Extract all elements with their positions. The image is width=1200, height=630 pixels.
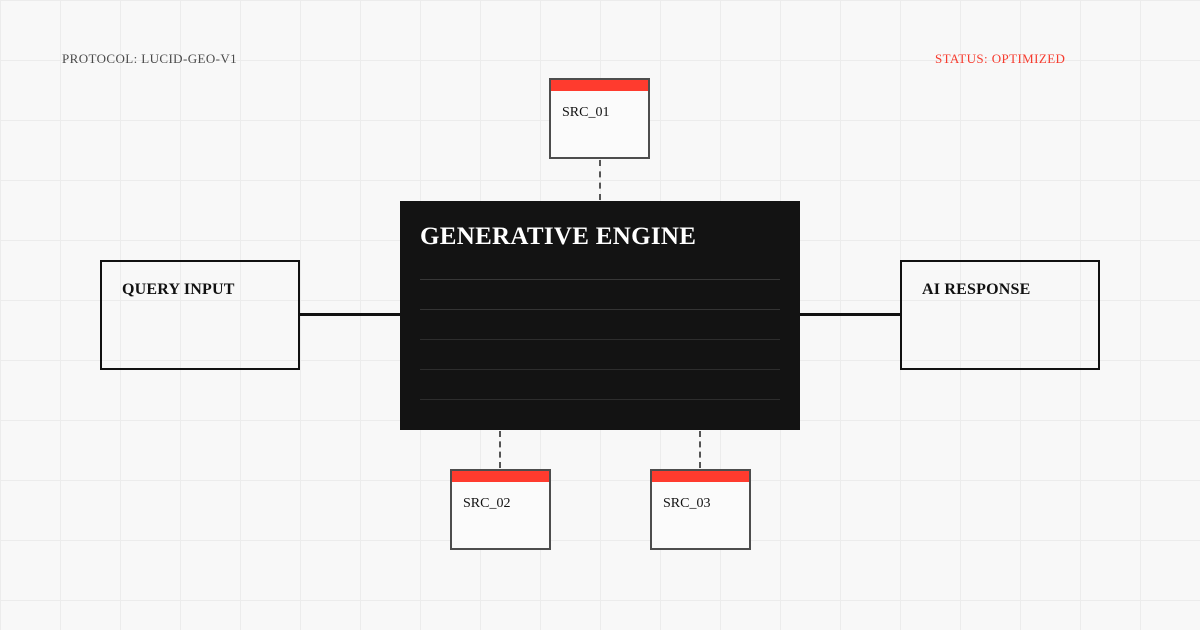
source-node-src-02: SRC_02 <box>450 469 551 550</box>
query-input-node: QUERY INPUT <box>100 260 300 370</box>
generative-engine-node: GENERATIVE ENGINE <box>400 201 800 430</box>
protocol-label: PROTOCOL: LUCID-GEO-V1 <box>62 51 238 66</box>
engine-divider-line <box>420 399 780 400</box>
engine-divider-line <box>420 369 780 370</box>
query-input-label: QUERY INPUT <box>122 281 235 298</box>
engine-divider-line <box>420 339 780 340</box>
source-node-label: SRC_03 <box>663 496 711 511</box>
source-accent-bar <box>452 471 549 482</box>
source-accent-bar <box>551 80 648 91</box>
engine-title: GENERATIVE ENGINE <box>420 223 697 250</box>
source-accent-bar <box>652 471 749 482</box>
source-node-src-01: SRC_01 <box>549 78 650 159</box>
engine-divider-line <box>420 309 780 310</box>
ai-response-label: AI RESPONSE <box>922 281 1031 298</box>
solid-connector-engine-output <box>800 313 900 316</box>
dashed-connector-engine-src03 <box>699 431 701 468</box>
dashed-connector-src01-engine <box>599 160 601 200</box>
solid-connector-input-engine <box>300 313 400 316</box>
engine-divider-line <box>420 279 780 280</box>
source-node-label: SRC_02 <box>463 496 511 511</box>
source-node-label: SRC_01 <box>562 105 610 120</box>
dashed-connector-engine-src02 <box>499 431 501 468</box>
source-node-src-03: SRC_03 <box>650 469 751 550</box>
ai-response-node: AI RESPONSE <box>900 260 1100 370</box>
status-label: STATUS: OPTIMIZED <box>935 51 1066 66</box>
